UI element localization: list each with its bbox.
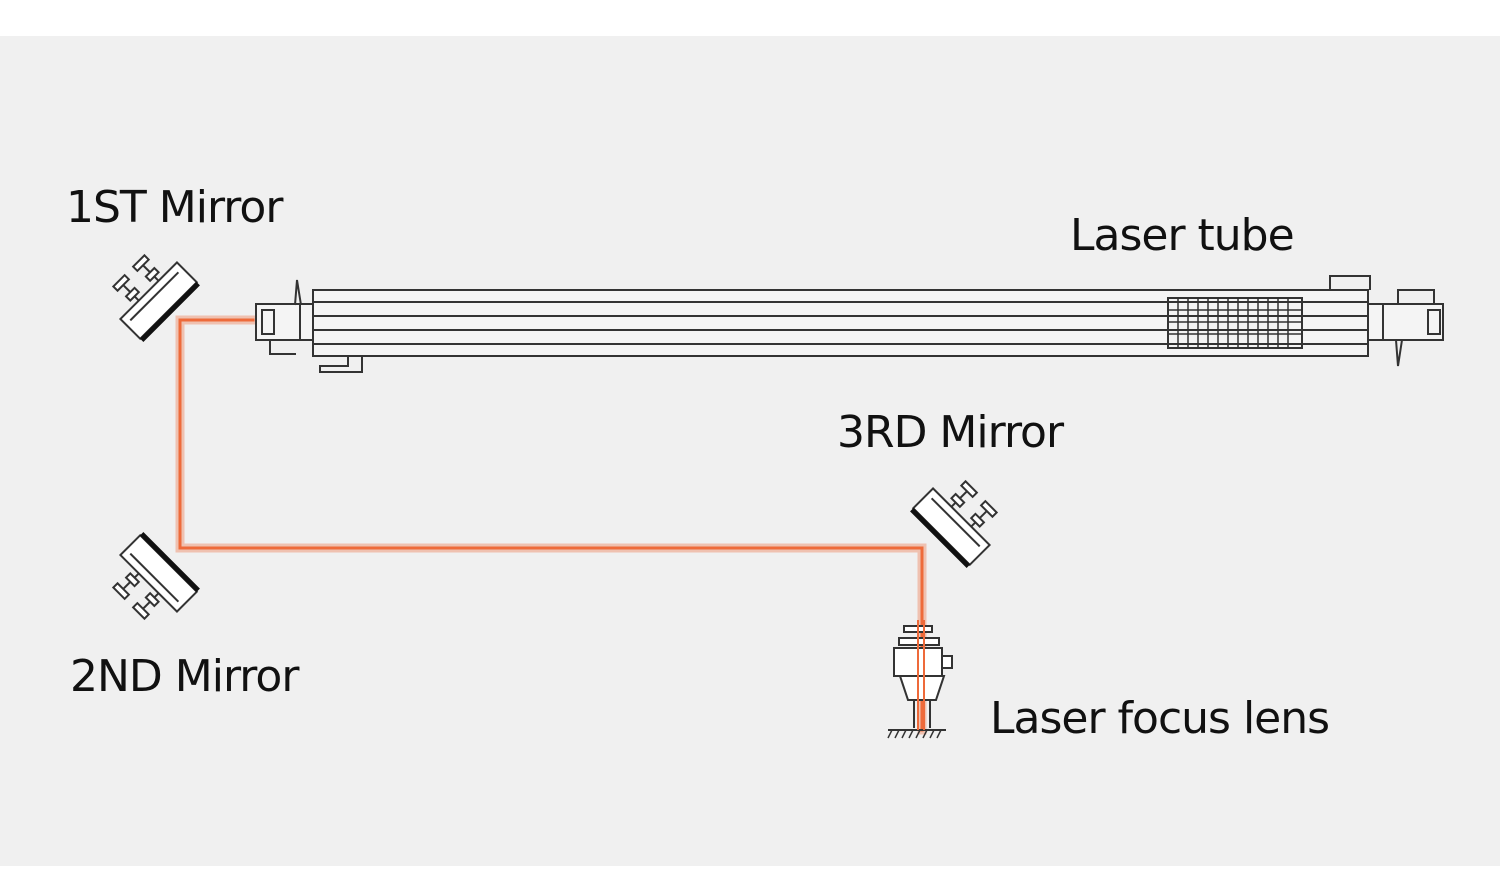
second-mirror-label: 2ND Mirror xyxy=(70,651,299,702)
first-mirror-label: 1ST Mirror xyxy=(66,182,283,233)
diagram-background xyxy=(0,36,1500,866)
laser-tube xyxy=(255,275,1444,373)
third-mirror-label: 3RD Mirror xyxy=(837,407,1064,458)
laser-beam xyxy=(175,315,927,735)
focus-lens-label: Laser focus lens xyxy=(990,693,1330,744)
laser-tube-label: Laser tube xyxy=(1070,210,1295,261)
